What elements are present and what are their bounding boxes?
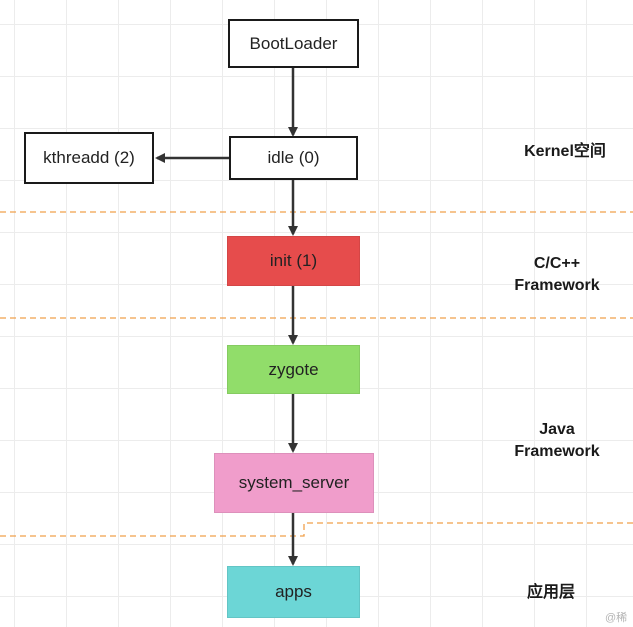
idle-label: idle (0) [267,148,320,167]
init-node: init (1) [227,236,360,286]
layer-label-app-layer: 应用层 [526,584,575,601]
watermark: @稀 [605,612,628,624]
kthreadd-node: kthreadd (2) [24,132,154,184]
idle-node: idle (0) [229,136,358,180]
init-label: init (1) [269,251,318,270]
apps-node: apps [227,566,360,618]
zygote-label: zygote [268,359,319,379]
bootloader-node: BootLoader [228,19,359,68]
layer-label-cpp-framework: C/C++ Framework [514,255,600,294]
system-server-node: system_server [214,453,374,513]
zygote-node: zygote [227,345,360,394]
layer-label-kernel: Kernel空间 [524,143,606,160]
bootloader-label: BootLoader [249,33,338,53]
divider-java-app [0,522,633,537]
apps-label: apps [275,582,312,601]
kthreadd-label: kthreadd (2) [43,148,135,167]
layer-label-java-framework: Java Framework [514,421,600,460]
system-server-label: system_server [238,473,350,492]
